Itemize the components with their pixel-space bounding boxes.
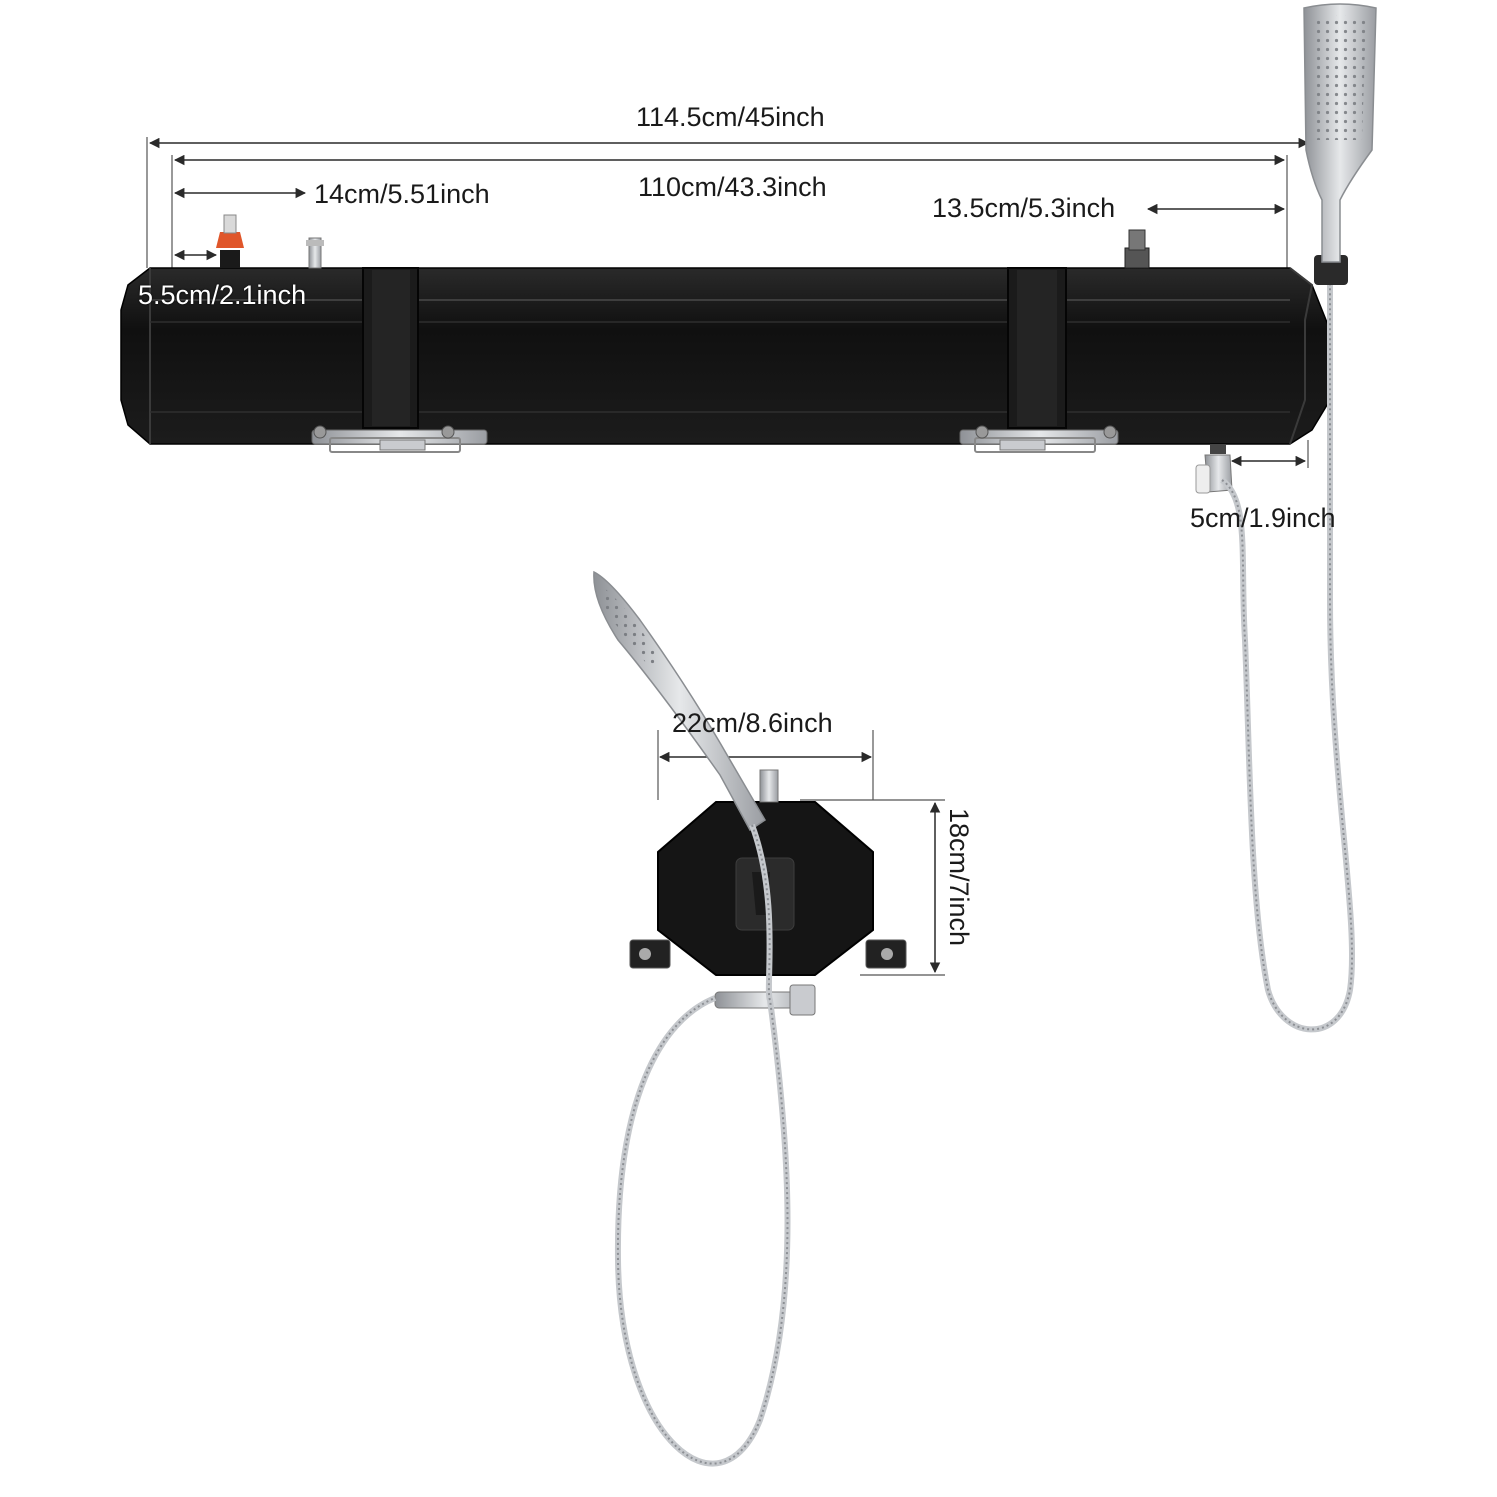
hose-icon — [1220, 285, 1356, 1033]
end-hose — [614, 823, 791, 1467]
label-left-valve: 5.5cm/2.1inch — [138, 280, 307, 310]
end-shower-head — [593, 570, 767, 832]
inlet-fitting-left — [306, 237, 324, 269]
end-bracket-left — [629, 939, 671, 969]
label-tank-length: 110cm/43.3inch — [638, 172, 827, 202]
end-bracket-right — [865, 939, 907, 969]
end-inlet-fitting — [759, 769, 779, 803]
dimension-end-height — [800, 799, 945, 976]
dimension-tank-length — [171, 154, 1288, 268]
label-outlet: 5cm/1.9inch — [1190, 503, 1336, 533]
dimension-end-width — [657, 730, 874, 800]
end-diverter — [714, 984, 816, 1016]
shower-head-icon — [1303, 3, 1377, 285]
dimension-overall-length — [146, 137, 1310, 268]
mount-bracket-left — [311, 425, 488, 453]
inlet-fitting-right — [1124, 229, 1150, 269]
valve-icon — [216, 214, 244, 268]
mount-strap-right — [1007, 267, 1067, 429]
label-right-inlet: 13.5cm/5.3inch — [932, 193, 1116, 223]
label-left-inlet: 14cm/5.51inch — [314, 179, 490, 209]
mount-bracket-right — [959, 425, 1119, 453]
label-overall-length: 114.5cm/45inch — [636, 102, 825, 132]
mount-strap-left — [362, 267, 419, 429]
label-end-width: 22cm/8.6inch — [672, 708, 833, 738]
dimension-outlet — [1230, 440, 1309, 468]
label-end-height: 18cm/7inch — [944, 808, 974, 947]
